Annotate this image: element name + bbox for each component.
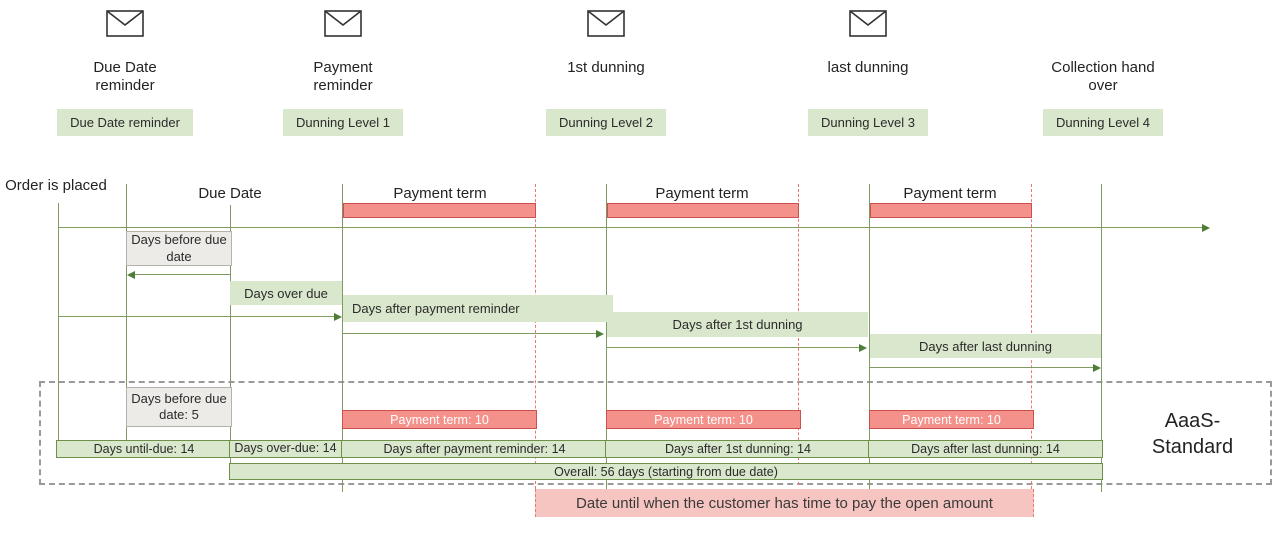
days-over-due-box: Days over due [230,281,342,305]
envelope-icon [587,10,625,37]
payment-term-label-3: Payment term [903,185,997,202]
days-after-last-dunning-box: Days after last dunning [870,334,1101,358]
event-line-payment-reminder [342,184,343,492]
days-after-last-dunning-arrowhead-icon [1093,364,1101,372]
stage-payment-reminder: Payment reminder Dunning Level 1 [263,10,423,136]
std-days-over-due-label: Days over-due: 14 [234,440,337,455]
envelope-icon [849,10,887,37]
stage-label: 1st dunning [567,59,645,76]
event-line-1st-dunning [606,184,607,492]
std-days-before-due-box: Days before due date: 5 [126,387,232,427]
days-before-due-arrow [130,274,230,275]
days-after-last-dunning-arrow [870,367,1093,368]
days-after-payment-reminder-arrowhead-icon [596,330,604,338]
days-before-due-arrowhead-icon [127,271,135,279]
event-line-due-date [230,205,231,463]
stage-label: Due Date reminder [93,59,157,95]
aaas-standard-box [39,381,1272,485]
stage-label: Collection hand over [1051,59,1155,95]
stage-label: Payment reminder [313,59,373,95]
stage-due-date-reminder: Due Date reminder Due Date reminder [45,10,205,136]
dunning-level-badge: Dunning Level 2 [546,109,666,136]
days-after-1st-dunning-arrow [607,347,859,348]
payment-term-bar-1 [343,203,536,218]
std-payment-term-bar-2: Payment term: 10 [606,410,801,429]
timeline-arrowhead-icon [1202,224,1210,232]
dunning-level-badge: Dunning Level 4 [1043,109,1163,136]
std-overall-bar: Overall: 56 days (starting from due date… [229,463,1103,480]
std-days-after-1st-dunning-bar: Days after 1st dunning: 14 [605,440,871,458]
event-line-order [58,203,59,441]
stage-collection-hand-over: Collection hand over Dunning Level 4 [1023,10,1183,136]
order-placed-label: Order is placed [5,177,107,194]
due-date-label: Due Date [198,185,262,202]
days-after-payment-reminder-box: Days after payment reminder [343,295,613,322]
payment-term-label-2: Payment term [655,185,749,202]
order-to-reminder-arrowhead-icon [334,313,342,321]
payment-term-bar-3 [870,203,1032,218]
aaas-standard-title: AaaS-Standard [1151,410,1234,458]
dunning-level-badge: Due Date reminder [57,109,193,136]
days-after-1st-dunning-box: Days after 1st dunning [607,312,868,337]
std-payment-term-bar-3: Payment term: 10 [869,410,1034,429]
days-after-1st-dunning-arrowhead-icon [859,344,867,352]
event-line-collection [1101,184,1102,492]
dunning-level-badge: Dunning Level 1 [283,109,403,136]
stage-label: last dunning [827,59,909,76]
event-line-reminder-start [126,184,127,440]
envelope-icon [106,10,144,37]
std-days-after-payment-reminder-bar: Days after payment reminder: 14 [341,440,608,458]
days-after-payment-reminder-arrow [343,333,596,334]
days-before-due-box: Days before due date [126,231,232,266]
deadline-dashed-line-1 [535,184,536,489]
std-days-after-last-dunning-bar: Days after last dunning: 14 [868,440,1103,458]
payment-term-label-1: Payment term [393,185,487,202]
event-line-last-dunning [869,184,870,492]
dunning-level-badge: Dunning Level 3 [808,109,928,136]
timeline-axis [58,227,1202,228]
std-days-until-due-bar: Days until-due: 14 [56,440,232,458]
stage-1st-dunning: 1st dunning Dunning Level 2 [526,10,686,136]
footer-note: Date until when the customer has time to… [535,489,1034,517]
std-payment-term-bar-1: Payment term: 10 [342,410,537,429]
stage-last-dunning: last dunning Dunning Level 3 [788,10,948,136]
order-to-reminder-arrow [58,316,334,317]
payment-term-bar-2 [607,203,799,218]
envelope-icon [324,10,362,37]
